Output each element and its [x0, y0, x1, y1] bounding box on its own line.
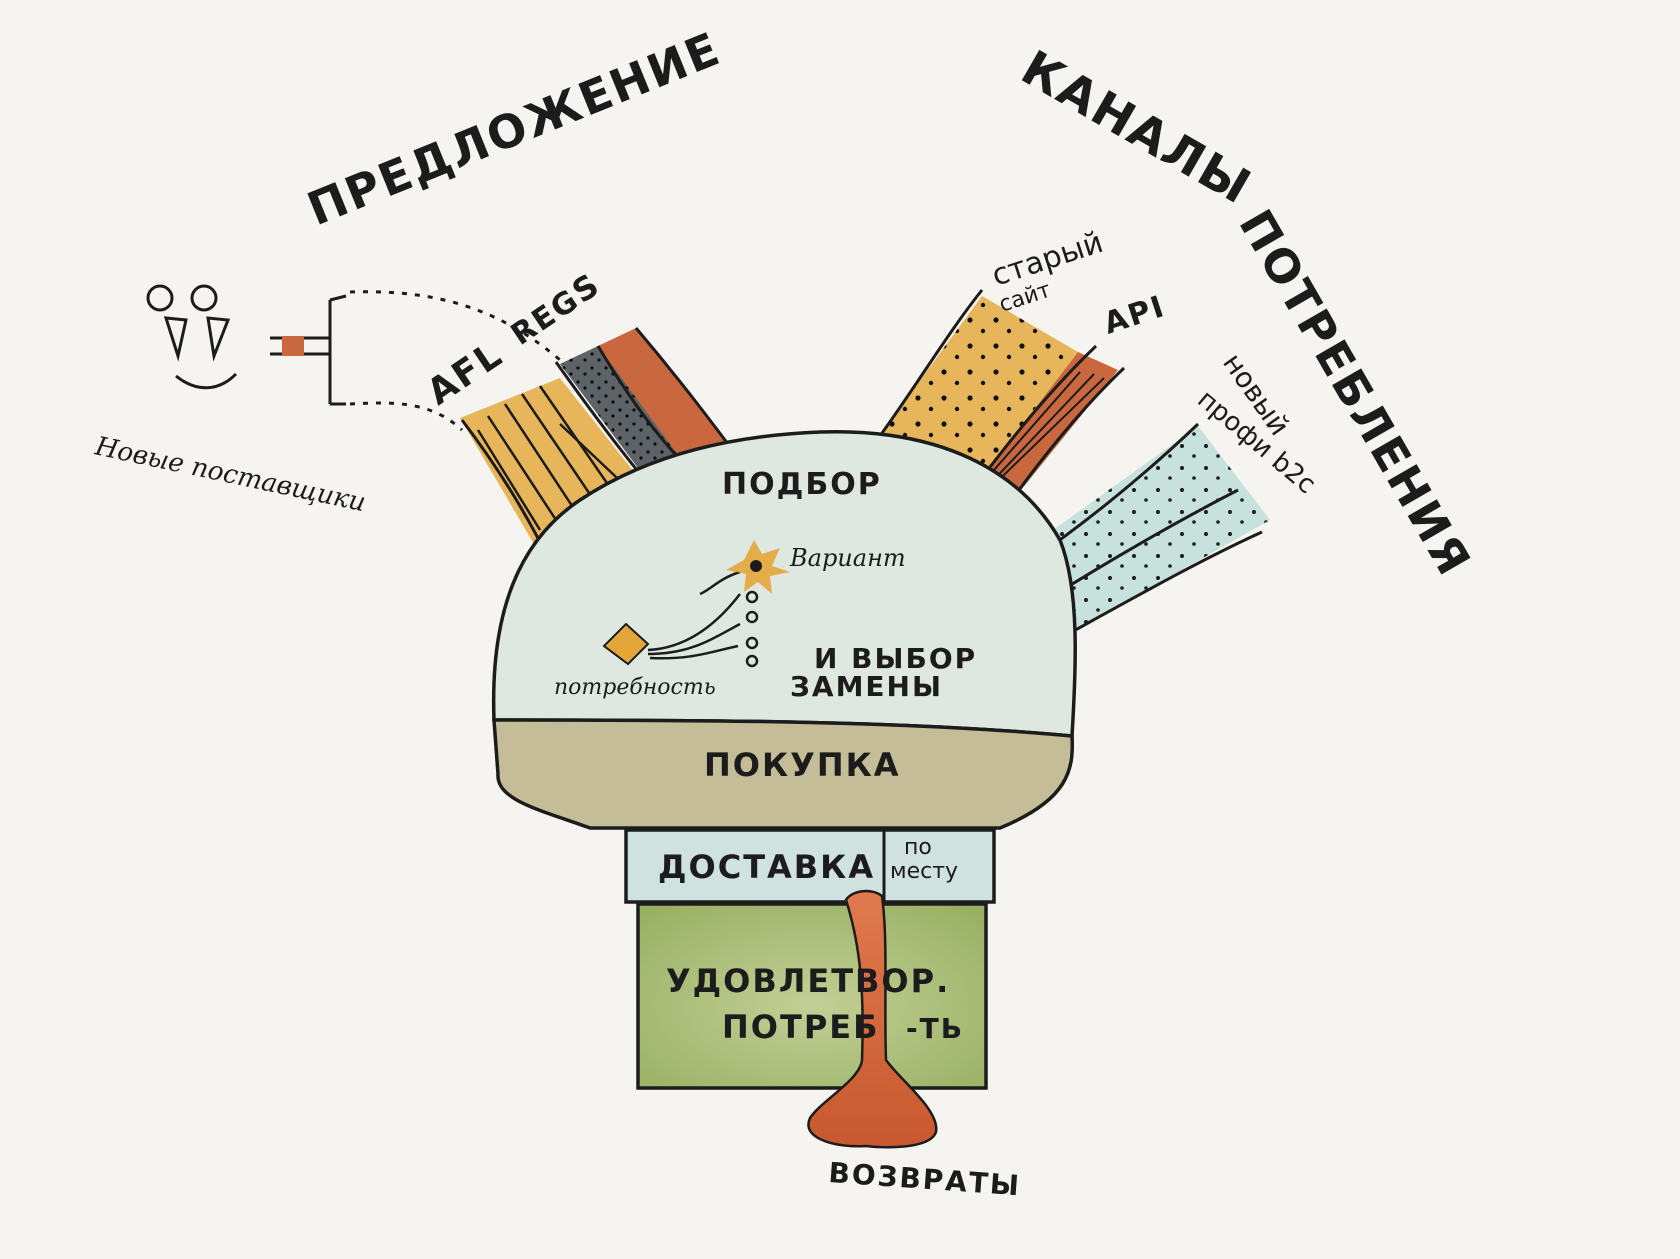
- dome-option-label: Вариант: [789, 544, 906, 572]
- need-to-option-connector: [647, 570, 741, 660]
- on-site-label-1: по: [904, 835, 932, 860]
- satisfaction-label-1: УДОВЛЕТВОР.: [666, 962, 950, 1000]
- supplier-connector: [270, 290, 561, 432]
- new-suppliers-face-icon: [146, 284, 238, 390]
- dome-selection-label: ПОДБОР: [722, 467, 882, 502]
- dome-need-label: потребность: [554, 675, 716, 700]
- returns-label: ВОЗВРАТЫ: [828, 1156, 1023, 1202]
- source-afl-label: AFL: [420, 334, 510, 414]
- dome-choice-label-1: И ВЫБОР: [814, 642, 977, 675]
- heading-channels: КАНАЛЫ: [1012, 40, 1261, 216]
- satisfaction-box: [636, 902, 988, 1090]
- satisfaction-label-2-left: ПОТРЕБ: [722, 1008, 880, 1046]
- heading-supply: ПРЕДЛОЖЕНИЕ: [300, 21, 728, 236]
- option-dots-icon: [745, 590, 759, 668]
- need-diamond-icon: [602, 622, 650, 666]
- delivery-label: ДОСТАВКА: [658, 848, 875, 886]
- new-suppliers-label: Новые поставщики: [92, 431, 369, 518]
- purchase-label: ПОКУПКА: [704, 746, 901, 784]
- satisfaction-label-2-right: -ТЬ: [906, 1012, 964, 1045]
- dome-choice-label-2: ЗАМЕНЫ: [790, 670, 943, 703]
- purchase-band: [492, 718, 1075, 830]
- delivery-box: [624, 828, 996, 904]
- selected-option-star-icon: [726, 540, 790, 594]
- channel-api-label: API: [1100, 289, 1170, 342]
- returns-stream: [807, 889, 938, 1149]
- on-site-label-2: месту: [890, 859, 958, 884]
